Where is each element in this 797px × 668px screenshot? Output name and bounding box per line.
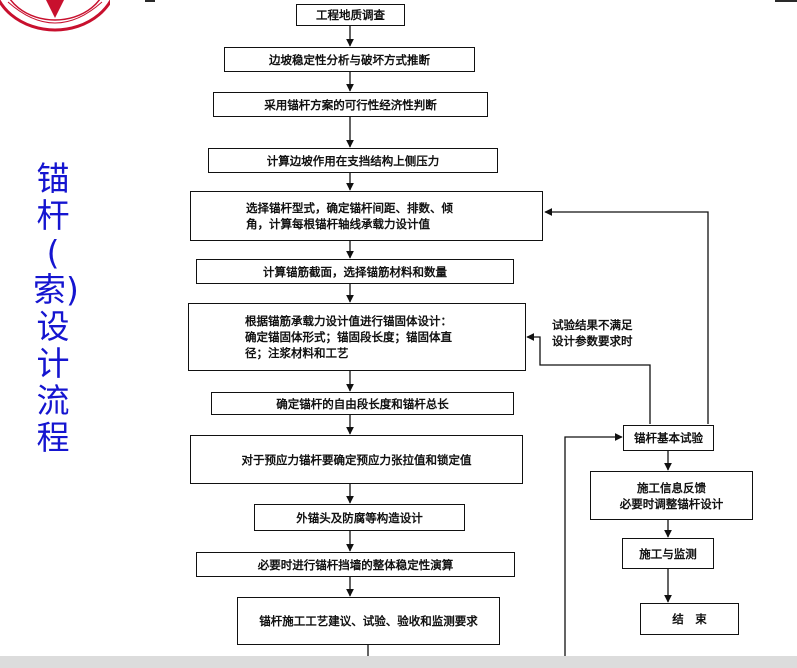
step-label: 锚杆施工工艺建议、试验、验收和监测要求 (259, 614, 478, 628)
step-anchor-basic-test: 锚杆基本试验 (623, 425, 714, 451)
step-prestress-values: 对于预应力锚杆要确定预应力张拉值和锁定值 (190, 435, 523, 484)
note-line: 设计参数要求时 (552, 334, 633, 348)
step-label-line: 必要时调整锚杆设计 (619, 496, 724, 511)
step-slope-stability-analysis: 边坡稳定性分析与破坏方式推断 (224, 47, 475, 72)
step-construction-requirements: 锚杆施工工艺建议、试验、验收和监测要求 (237, 597, 500, 645)
step-free-length: 确定锚杆的自由段长度和锚杆总长 (211, 392, 514, 415)
bottom-status-bar (0, 656, 797, 668)
note-line: 试验结果不满足 (552, 318, 633, 332)
step-label-line: 选择锚杆型式，确定锚杆间距、排数、倾 (246, 201, 453, 215)
university-logo (0, 0, 110, 32)
top-border-line (775, 0, 797, 2)
side-title-char: 锚 (36, 159, 70, 198)
step-construction-monitoring: 施工与监测 (622, 538, 714, 569)
step-label: 施工与监测 (639, 546, 697, 561)
step-label: 必要时进行锚杆挡墙的整体稳定性演算 (257, 557, 454, 572)
step-feasibility-judgment: 采用锚杆方案的可行性经济性判断 (213, 92, 488, 117)
side-title-char: ( (46, 233, 60, 272)
step-label: 确定锚杆的自由段长度和锚杆总长 (276, 396, 449, 411)
side-title-char: 索) (33, 270, 79, 309)
step-label-line: 径；注浆材料和工艺 (245, 346, 349, 360)
top-border-line (145, 0, 155, 2)
step-label: 外锚头及防腐等构造设计 (296, 510, 423, 525)
step-label-line: 角，计算每根锚杆轴线承载力设计值 (246, 217, 430, 231)
step-construction-feedback: 施工信息反馈 必要时调整锚杆设计 (590, 471, 753, 520)
step-end: 结 束 (640, 603, 739, 635)
step-label: 计算锚筋截面，选择锚筋材料和数量 (263, 264, 447, 279)
step-label: 采用锚杆方案的可行性经济性判断 (264, 97, 437, 112)
side-title-char: 杆 (36, 196, 70, 235)
step-label: 工程地质调查 (316, 8, 385, 22)
step-label: 边坡稳定性分析与破坏方式推断 (269, 52, 430, 67)
step-label-line: 确定锚固体形式；锚固段长度；锚固体直 (245, 330, 452, 344)
step-anchor-type-selection: 选择锚杆型式，确定锚杆间距、排数、倾 角，计算每根锚杆轴线承载力设计值 (190, 191, 543, 241)
step-anchorage-design: 根据锚筋承载力设计值进行锚固体设计： 确定锚固体形式；锚固段长度；锚固体直 径；… (188, 303, 526, 371)
step-geological-survey: 工程地质调查 (296, 4, 405, 26)
step-tendon-section: 计算锚筋截面，选择锚筋材料和数量 (196, 259, 514, 284)
feedback-arrow (544, 208, 709, 424)
side-title-char: 计 (36, 344, 70, 383)
side-title: 锚 杆 ( 索) 设 计 流 程 (33, 159, 79, 457)
feedback-arrow (526, 333, 651, 424)
step-global-stability-check: 必要时进行锚杆挡墙的整体稳定性演算 (196, 552, 515, 577)
feedback-condition-note: 试验结果不满足 设计参数要求时 (552, 317, 633, 349)
step-label-line: 施工信息反馈 (637, 480, 706, 495)
side-title-char: 设 (36, 307, 70, 346)
step-anchor-head-design: 外锚头及防腐等构造设计 (254, 504, 465, 531)
step-lateral-pressure: 计算边坡作用在支挡结构上侧压力 (208, 148, 498, 173)
side-title-char: 流 (36, 381, 70, 420)
step-label: 对于预应力锚杆要确定预应力张拉值和锁定值 (241, 452, 472, 467)
step-label: 计算边坡作用在支挡结构上侧压力 (266, 153, 440, 168)
side-title-char: 程 (36, 418, 70, 457)
step-label: 结 束 (672, 612, 707, 626)
step-label-line: 根据锚筋承载力设计值进行锚固体设计： (245, 314, 452, 328)
step-label: 锚杆基本试验 (634, 431, 703, 445)
